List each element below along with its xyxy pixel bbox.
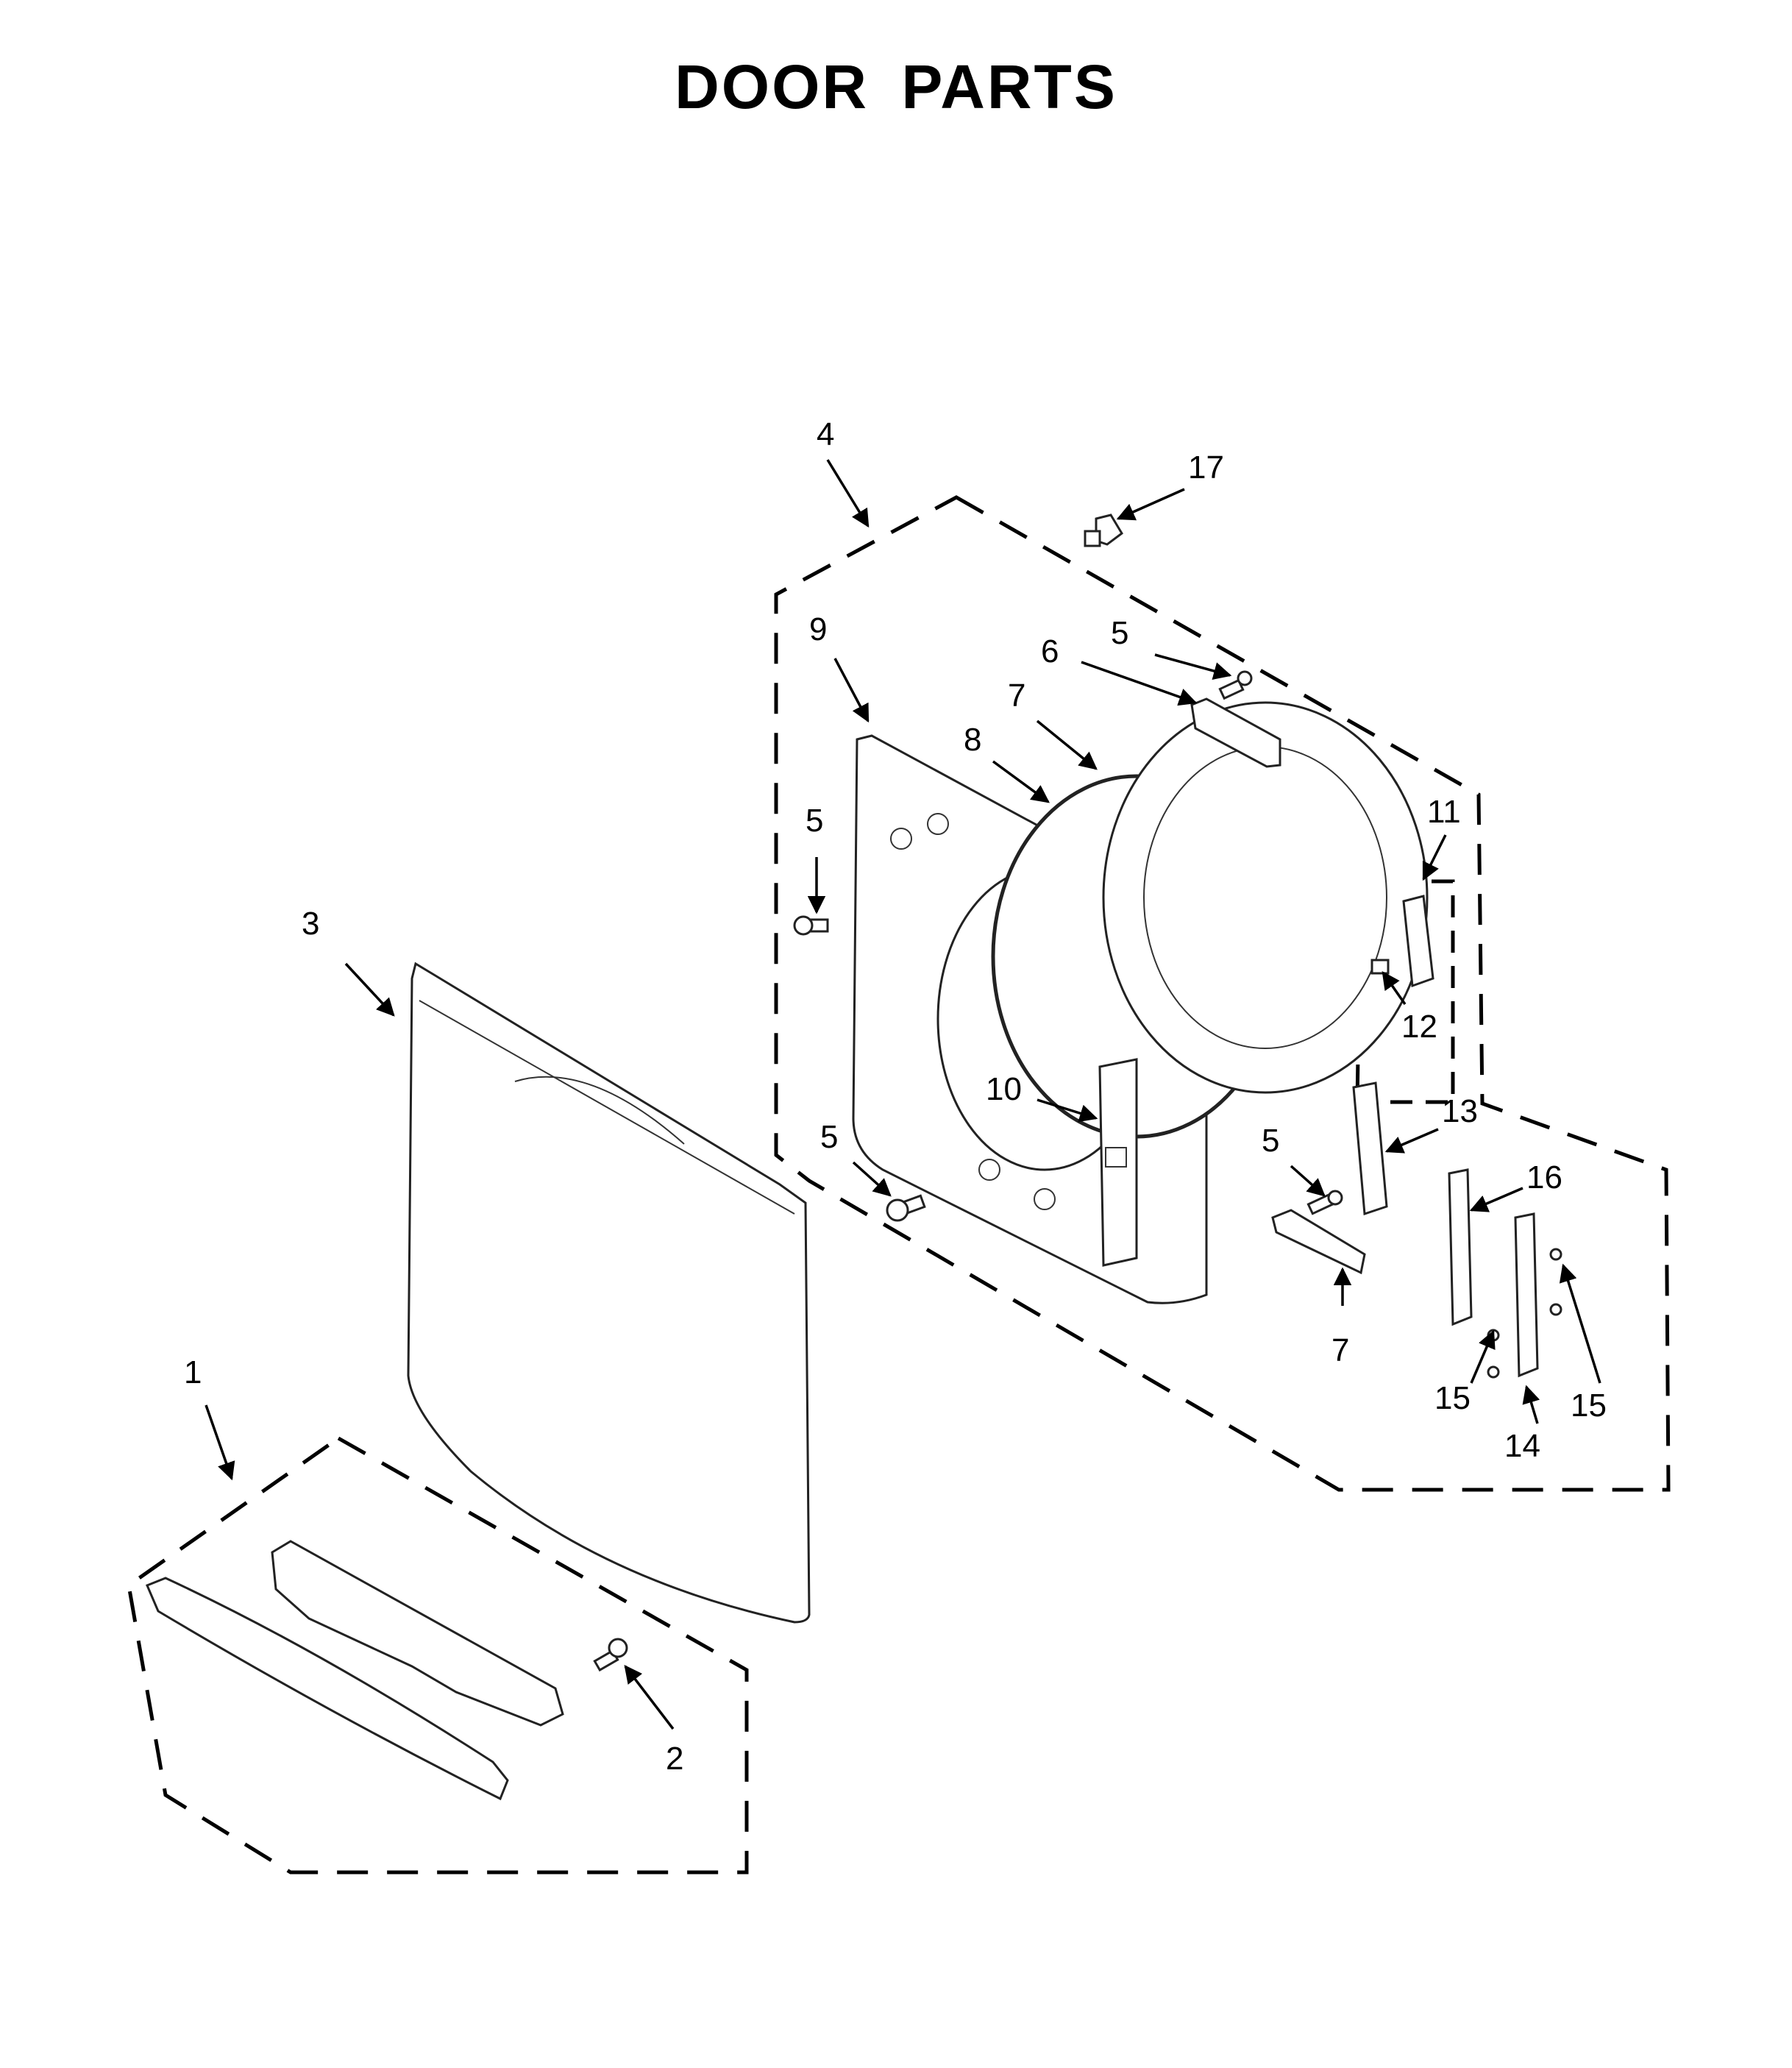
callout-7: 7 <box>1008 678 1025 714</box>
latch-plate[interactable] <box>1098 1058 1138 1267</box>
callout-14: 14 <box>1504 1428 1540 1464</box>
callout-5: 5 <box>820 1119 838 1155</box>
callout-15: 15 <box>1434 1380 1471 1416</box>
pin-15-d[interactable] <box>1487 1365 1500 1379</box>
callout-6: 6 <box>1041 633 1059 669</box>
hinge-14[interactable] <box>1514 1212 1539 1378</box>
callout-17: 17 <box>1188 450 1224 486</box>
callout-9: 9 <box>809 611 827 647</box>
bracket-13[interactable] <box>1352 1081 1388 1216</box>
spacer-12[interactable] <box>1370 959 1390 975</box>
callout-11: 11 <box>1427 794 1461 830</box>
callouts: 4 17 9 5 6 7 8 5 11 12 3 10 13 5 5 16 7 … <box>184 416 1607 1777</box>
callout-5: 5 <box>1111 615 1128 651</box>
callout-7: 7 <box>1331 1332 1349 1368</box>
lower-hinge-bracket[interactable] <box>1271 1209 1366 1275</box>
pin-15-b[interactable] <box>1549 1303 1562 1316</box>
screw-5-top[interactable] <box>1218 670 1253 700</box>
callout-10: 10 <box>986 1071 1022 1107</box>
handle-screw-2[interactable] <box>593 1638 628 1672</box>
plug-button[interactable] <box>1084 514 1123 547</box>
callout-16: 16 <box>1526 1159 1562 1195</box>
hinge-11[interactable] <box>1402 895 1434 988</box>
screw-5-left[interactable] <box>793 915 829 936</box>
callout-3: 3 <box>302 906 319 942</box>
callout-5: 5 <box>806 803 823 839</box>
callout-12: 12 <box>1401 1009 1437 1045</box>
callout-13: 13 <box>1442 1093 1478 1129</box>
callout-4: 4 <box>817 416 834 452</box>
outer-door-panel[interactable] <box>407 962 811 1624</box>
assembly-1-boundary <box>127 1436 749 1875</box>
diagram-title: DOOR PARTS <box>675 52 1117 121</box>
assembly-4-boundary <box>774 495 1671 1492</box>
handle-bracket[interactable] <box>271 1540 564 1727</box>
callout-1: 1 <box>184 1354 202 1390</box>
top-hinge-bracket[interactable] <box>1190 697 1281 768</box>
screw-5-bottom[interactable] <box>886 1194 926 1222</box>
leader-lines <box>205 459 1601 1730</box>
pin-15-a[interactable] <box>1549 1248 1562 1261</box>
callout-8: 8 <box>964 722 981 758</box>
callout-5: 5 <box>1262 1123 1279 1159</box>
hinge-plate-16[interactable] <box>1448 1168 1473 1326</box>
callout-15: 15 <box>1571 1387 1607 1424</box>
door-handle[interactable] <box>146 1577 509 1801</box>
screw-5-right[interactable] <box>1306 1190 1343 1215</box>
callout-2: 2 <box>666 1741 683 1777</box>
